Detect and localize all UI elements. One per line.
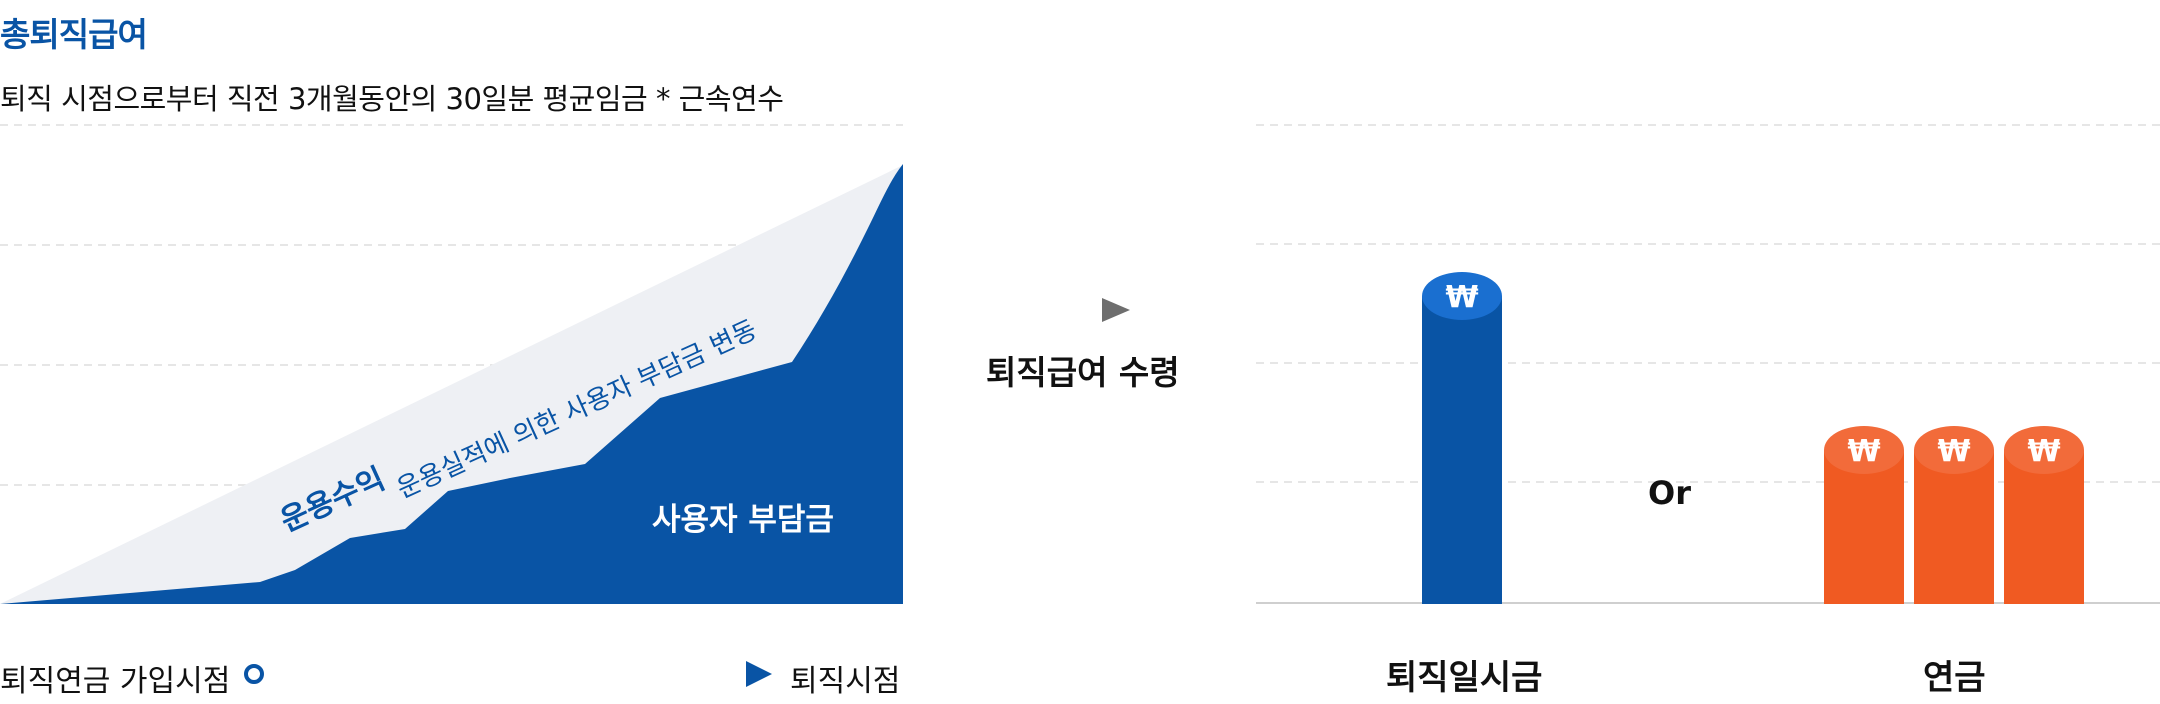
diagram-title: 총퇴직급여 (0, 15, 148, 54)
lump-sum-coin-stack: ₩ (1422, 272, 1502, 604)
annuity-coin-stack-2: ₩ (1914, 426, 1994, 604)
won-coin-icon: ₩ (1937, 434, 1970, 469)
right-gridlines (1256, 124, 2160, 483)
formula-text: 퇴직 시점으로부터 직전 3개월동안의 30일분 평균임금 * 근속연수 (0, 82, 784, 116)
timeline-end-label: 퇴직시점 (790, 664, 901, 699)
timeline-arrow (244, 661, 772, 687)
won-coin-icon: ₩ (1847, 434, 1880, 469)
annuity-coin-stack-3: ₩ (2004, 426, 2084, 604)
won-coin-icon: ₩ (1445, 280, 1478, 315)
receive-label: 퇴직급여 수령 (986, 353, 1180, 392)
timeline-start-label: 퇴직연금 가입시점 (0, 664, 231, 699)
lump-sum-label: 퇴직일시금 (1386, 658, 1543, 698)
won-coin-icon: ₩ (2027, 434, 2060, 469)
annuity-coin-stack-1: ₩ (1824, 426, 1904, 604)
employer-contribution-area (0, 164, 903, 604)
annuity-label: 연금 (1923, 658, 1986, 698)
or-label: Or (1648, 474, 1691, 512)
employer-contribution-label: 사용자 부담금 (652, 502, 834, 538)
receive-arrow (1040, 298, 1130, 322)
